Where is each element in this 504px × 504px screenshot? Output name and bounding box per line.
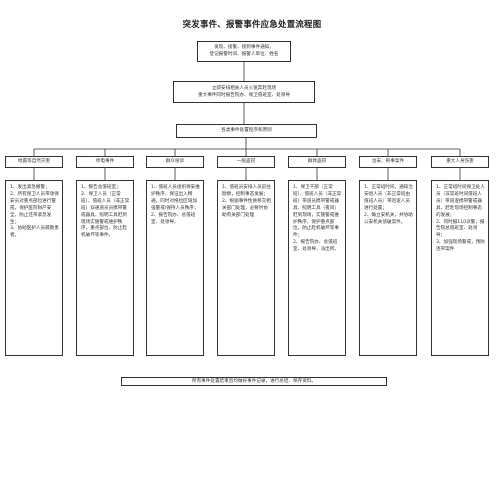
page-title: 突发事件、报警事件应急处置流程图	[182, 19, 322, 29]
column-paragraph: 1、正常班时间，通知治安组人员（非正常班由值班人员）带巡逻人员进行处置；	[364, 185, 413, 211]
column-paragraph: 2、保卫人员（正常班）、值班人员（非正常班）穿通道员员携带警戒器具，照明工具赶到…	[81, 191, 130, 239]
column-paragraph: 2、确立安机关，并协助公安机关侦破案件。	[364, 212, 413, 225]
column-paragraph: 2、报告院办、总值班室、处领导、派出所。	[293, 240, 339, 253]
footer-note-box: 所有事件处置结束后均做好事件记录，进行总结、保存资料。	[121, 377, 387, 386]
column-paragraph: 2、同时报110派警，报告院总值班室、处领导；	[436, 219, 485, 239]
category-group-theft: 群体盗窃	[288, 156, 346, 168]
category-natural-disaster: 地震等自然灾害	[5, 156, 63, 168]
column-paragraph: 1、正常班时间保卫处人员（非常班时间值班人员）带道逻携带警戒器具，赶赴现场控制事…	[436, 185, 485, 218]
dispatch-line-2: 重大事件同时报告院办、保卫值班室、处领导	[198, 93, 290, 99]
column-paragraph: 1、值班人员组织保安维护秩序，保证出入畅通，同时对拖拉区域加强警戒/保持人员秩序…	[151, 185, 200, 211]
column-paragraph: 1、值班员安排人员前往勘察，控制事态发展；	[222, 185, 271, 197]
column-paragraph: 3、加强现场警戒，预防连带案件	[436, 240, 485, 253]
column-serious-injury: 1、正常班时间保卫处人员（非常班时间值班人员）带道逻携带警戒器具，赶赴现场控制事…	[431, 180, 489, 356]
category-public-complaint: 群众投诉	[146, 156, 204, 168]
column-paragraph: 1、保卫干部（正常班）、值班人员（非正常班）带道员携带警戒器具、照明工具（夜间）…	[293, 185, 342, 239]
column-paragraph: 2、根据事件性质移交相关部门处理，必要时协助有关部门处理	[222, 198, 271, 218]
report-receipt-line-1: 发现、接警、接到事件通知，	[214, 45, 274, 50]
column-natural-disaster: 1、发出紧急撤警； 2、所有保卫人员带领保安员对重点部位进行警戒，保护医院财产安…	[5, 180, 63, 356]
column-paragraph: 3、协助医护人员疏散患者。	[10, 226, 59, 239]
category-power-outage: 停电事件	[76, 156, 134, 168]
report-receipt-box: 发现、接警、接到事件通知， 登记报警时间、报警人单位、姓名	[197, 41, 291, 62]
dispatch-box: 立即安排相关人员火速奔赴现场 重大事件同时报告院办、保卫值班室、处领导	[173, 81, 315, 103]
report-receipt-line-2: 登记报警时间、报警人单位、姓名	[209, 52, 279, 58]
column-paragraph: 2、报告院办、总值班室、处领导。	[151, 212, 196, 225]
column-paragraph: 1、报告总值班室；	[81, 185, 121, 190]
column-public-complaint: 1、值班人员组织保安维护秩序，保证出入畅通，同时对拖拉区域加强警戒/保持人员秩序…	[146, 180, 204, 356]
column-group-theft: 1、保卫干部（正常班）、值班人员（非正常班）带道员携带警戒器具、照明工具（夜间）…	[288, 180, 346, 356]
column-paragraph: 2、所有保卫人员带领保安员对重点部位进行警戒，保护医院财产安全，防止还带紧急发生…	[10, 191, 59, 225]
category-criminal-case: 治安、刑事案件	[359, 156, 417, 168]
column-power-outage: 1、报告总值班室； 2、保卫人员（正常班）、值班人员（非正常班）穿通道员员携带警…	[76, 180, 134, 356]
dispatch-line-1: 立即安排相关人员火速奔赴现场	[211, 86, 277, 91]
procedures-box: 各类事件处置程序和原则	[176, 124, 317, 138]
category-general-theft: 一般盗窃	[217, 156, 275, 168]
column-criminal-case: 1、正常班时间，通知治安组人员（非正常班由值班人员）带巡逻人员进行处置； 2、确…	[359, 180, 417, 356]
column-general-theft: 1、值班员安排人员前往勘察，控制事态发展； 2、根据事件性质移交相关部门处理，必…	[217, 180, 275, 356]
column-paragraph: 1、发出紧急撤警；	[10, 185, 50, 190]
category-serious-injury: 重大人身伤害	[431, 156, 489, 168]
